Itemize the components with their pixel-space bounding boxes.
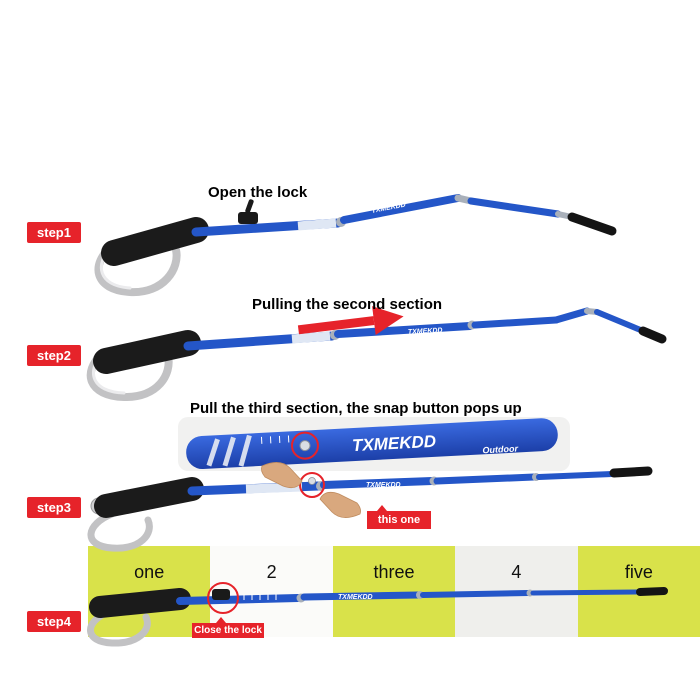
- joint: [336, 217, 346, 227]
- snap-button: [299, 440, 311, 452]
- wrist-strap: [87, 510, 153, 552]
- snap-button: [308, 477, 316, 485]
- shaft-section-1: [191, 218, 343, 237]
- callout-pointer: [377, 505, 387, 511]
- handle-grip: [93, 330, 201, 374]
- step3-closeup: TXMEKDD Outdoor: [178, 417, 570, 471]
- brand-subtext: Outdoor: [482, 443, 518, 455]
- joint: [429, 476, 439, 486]
- shaft-graphics: [297, 218, 337, 231]
- shaft-stripe: [206, 438, 220, 467]
- shaft-stripe: [238, 434, 252, 467]
- step3-badge: step3: [27, 497, 81, 518]
- shaft-section-3: [471, 316, 560, 329]
- hand-icon: [319, 491, 361, 518]
- shaft-section-2: [334, 322, 474, 338]
- shaft-stripe: [222, 436, 236, 467]
- hand-icon: [261, 462, 303, 489]
- shaft-section-3: [433, 473, 538, 485]
- brand-text: TXMEKDD: [408, 327, 443, 336]
- step4-badge: step4: [27, 611, 81, 632]
- handle-grip: [101, 217, 209, 266]
- closeup-shaft: [186, 418, 558, 470]
- closeup-pole-section: TXMEKDD Outdoor: [186, 418, 558, 470]
- joint: [316, 481, 326, 491]
- pole-tip: [609, 466, 653, 478]
- handle-pommel: [90, 497, 108, 515]
- pole-tip: [638, 326, 667, 344]
- flip-lock: [238, 212, 258, 224]
- pole-tip: [567, 212, 617, 236]
- step3-pole-illustration: TXMEKDD: [87, 462, 653, 552]
- grid-cell-label: 2: [266, 562, 277, 582]
- step2-badge: step2: [27, 345, 81, 366]
- shaft-section-2: [340, 194, 462, 224]
- shaft-section-2: [320, 477, 436, 489]
- step3-caption: Pull the third section, the snap button …: [190, 400, 522, 417]
- snap-button-highlight-ring: [290, 431, 319, 460]
- shaft-graphics: [291, 331, 331, 344]
- wrist-strap: [86, 350, 173, 402]
- joint: [467, 320, 477, 330]
- brand-text: TXMEKDD: [352, 432, 437, 455]
- joint: [532, 473, 540, 481]
- step1-caption: Open the lock: [208, 184, 308, 201]
- shaft-bend: [552, 307, 591, 324]
- snap-button-highlight-ring: [299, 472, 325, 498]
- shaft-section-1: [183, 331, 337, 351]
- grid-cell-label: five: [624, 562, 653, 582]
- callout-label: Close the lock: [194, 625, 262, 636]
- handle-grip: [94, 477, 204, 518]
- shaft-section-1: [187, 481, 323, 496]
- step1-badge: step1: [27, 222, 81, 243]
- joint: [330, 330, 340, 340]
- grid-cell-three: three: [332, 546, 456, 637]
- wrist-strap: [94, 242, 181, 297]
- grid-cell-label: three: [373, 562, 415, 582]
- callout-pointer: [216, 617, 226, 623]
- callout-label: this one: [377, 514, 421, 526]
- wrist-strap-highlight: [100, 244, 132, 290]
- shaft-graphics: [245, 482, 303, 494]
- brand-text: TXMEKDD: [366, 482, 401, 489]
- shaft-section-3: [467, 197, 562, 218]
- arrow-shaft: [297, 316, 375, 335]
- grid-cell-label: one: [134, 562, 165, 582]
- joint: [584, 308, 600, 315]
- joint: [454, 194, 475, 205]
- step2-pole-illustration: TXMEKDD: [86, 306, 667, 402]
- grid-cell-four: 4: [455, 546, 578, 637]
- wrist-strap-highlight: [91, 352, 126, 395]
- closeup-background: [178, 417, 570, 471]
- step2-caption: Pulling the second section: [252, 296, 443, 313]
- close-lock-callout: Close the lock: [192, 617, 264, 638]
- grid-cell-five: five: [577, 546, 700, 637]
- ferrule: [555, 211, 575, 220]
- shaft-section-4: [536, 471, 615, 480]
- brand-text: TXMEKDD: [371, 201, 406, 214]
- step1-pole-illustration: TXMEKDD: [94, 194, 617, 297]
- this-one-callout: this one: [367, 505, 431, 529]
- grid-cell-label: 4: [511, 562, 522, 582]
- section-length-grid: one 2 three 4 five: [88, 546, 700, 637]
- shaft-section-4: [594, 309, 646, 334]
